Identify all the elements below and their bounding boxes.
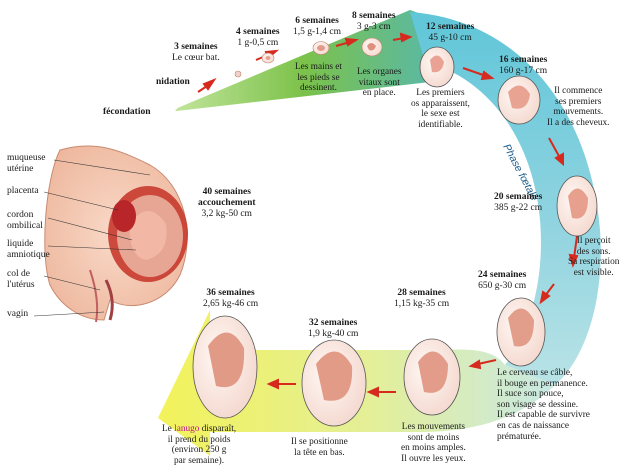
desc-6-weeks: Les mains et les pieds se dessinent. [295, 62, 342, 94]
anatomy-label-cordon: cordon ombilical [7, 210, 43, 231]
stage-size: 1,9 kg-40 cm [308, 329, 358, 340]
stage-size: 1 g-0,5 cm [236, 38, 280, 49]
stage-weeks: 32 semaines [308, 318, 358, 329]
stage-28-weeks: 28 semaines 1,15 kg-35 cm [394, 288, 449, 310]
stage-size: 45 g-10 cm [426, 33, 474, 44]
stage-weeks: 20 semaines [494, 192, 542, 203]
stage-size: 160 g-17 cm [499, 66, 547, 77]
stage-size: 3 g-3 cm [352, 22, 396, 33]
stage-16-weeks: 16 semaines 160 g-17 cm [499, 55, 547, 77]
desc-8-weeks: Les organes vitaux sont en place. [357, 67, 402, 99]
desc-12-weeks: Les premiers os apparaissent, le sexe es… [411, 88, 470, 130]
stage-32-weeks: 32 semaines 1,9 kg-40 cm [308, 318, 358, 340]
stage-weeks: 3 semaines [172, 42, 220, 53]
stage-size: 3,2 kg-50 cm [198, 209, 256, 220]
stage-size: 650 g-30 cm [478, 281, 526, 292]
stage-weeks: 16 semaines [499, 55, 547, 66]
stage-8-weeks: 8 semaines 3 g-3 cm [352, 11, 396, 33]
stage-3-weeks: 3 semaines Le cœur bat. [172, 42, 220, 64]
lanugo-term: lanugo [174, 424, 199, 434]
pregnant-woman-illustration [45, 146, 188, 322]
desc-36-weeks: Le lanugo disparaît, il prend du poids (… [162, 424, 236, 466]
stage-12-weeks: 12 semaines 45 g-10 cm [426, 22, 474, 44]
desc-28-weeks: Les mouvements sont de moins en moins am… [401, 422, 466, 464]
fertilisation-spark-icon [167, 106, 179, 118]
stage-36-weeks: 36 semaines 2,65 kg-46 cm [203, 288, 258, 310]
stage-size: Le cœur bat. [172, 53, 220, 64]
desc-32-weeks: Il se positionne la tête en bas. [291, 437, 348, 458]
stage-weeks: 24 semaines [478, 270, 526, 281]
stage-size: 1,5 g-1,4 cm [293, 27, 341, 38]
stage-40-weeks: 40 semaines accouchement 3,2 kg-50 cm [198, 187, 256, 220]
stage-size: 1,15 kg-35 cm [394, 299, 449, 310]
stage-weeks: 36 semaines [203, 288, 258, 299]
nidation-label: nidation [156, 77, 190, 88]
stage-weeks: 12 semaines [426, 22, 474, 33]
stage-weeks: 40 semaines [198, 187, 256, 198]
desc-20-weeks: Il perçoit des sons. Sa respiration est … [568, 236, 619, 278]
stage-size: 385 g-22 cm [494, 203, 542, 214]
desc-16-weeks: Il commence ses premiers mouvements. Il … [547, 86, 609, 128]
desc-24-weeks: Le cerveau se câble, il bouge en permane… [497, 368, 590, 442]
fecondation-label: fécondation [103, 107, 151, 118]
stage-event: accouchement [198, 198, 256, 209]
stage-weeks: 4 semaines [236, 27, 280, 38]
stage-24-weeks: 24 semaines 650 g-30 cm [478, 270, 526, 292]
stage-4-weeks: 4 semaines 1 g-0,5 cm [236, 27, 280, 49]
anatomy-label-placenta: placenta [7, 186, 39, 197]
stage-size: 2,65 kg-46 cm [203, 299, 258, 310]
stage-weeks: 8 semaines [352, 11, 396, 22]
stage-weeks: 6 semaines [293, 16, 341, 27]
anatomy-label-muqueuse: muqueuse utérine [7, 153, 46, 174]
desc-36-pre: Le [162, 424, 174, 434]
stage-weeks: 28 semaines [394, 288, 449, 299]
stage-6-weeks: 6 semaines 1,5 g-1,4 cm [293, 16, 341, 38]
anatomy-label-vagin: vagin [7, 309, 28, 320]
anatomy-label-col: col de l'utérus [7, 269, 35, 290]
stage-20-weeks: 20 semaines 385 g-22 cm [494, 192, 542, 214]
anatomy-label-liquide: liquide amniotique [7, 239, 50, 260]
